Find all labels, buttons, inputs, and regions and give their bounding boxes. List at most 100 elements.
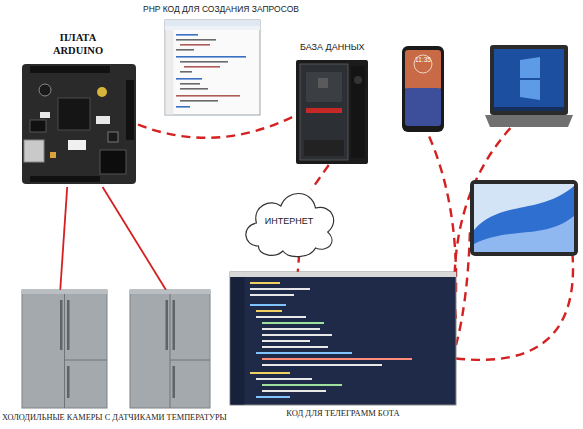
code-line bbox=[176, 95, 240, 97]
pin-header bbox=[30, 66, 110, 73]
code-line bbox=[256, 396, 290, 398]
window-frame bbox=[165, 20, 260, 115]
title-bar bbox=[165, 20, 260, 26]
code-line bbox=[262, 364, 382, 366]
sensor-wire bbox=[60, 187, 67, 290]
toolbar bbox=[165, 26, 260, 30]
windows-logo bbox=[520, 57, 540, 100]
fridge bbox=[22, 290, 107, 408]
network-link bbox=[311, 165, 328, 190]
component bbox=[68, 140, 86, 150]
code-line bbox=[180, 100, 218, 102]
node-heading: ПЛАТА ARDUINO bbox=[36, 32, 120, 57]
motherboard bbox=[306, 72, 342, 102]
psu-shroud bbox=[304, 140, 344, 156]
code-line bbox=[184, 66, 220, 68]
board-pcb bbox=[22, 64, 136, 184]
pc-case bbox=[296, 60, 368, 164]
phone-body bbox=[402, 46, 444, 132]
wallpaper-wave bbox=[474, 216, 574, 252]
network-link bbox=[456, 256, 573, 360]
code-line bbox=[262, 328, 320, 330]
code-line bbox=[256, 378, 312, 380]
code-line bbox=[262, 334, 332, 336]
code-line bbox=[250, 288, 310, 290]
code-line bbox=[176, 49, 194, 51]
sensor-wire bbox=[103, 187, 166, 290]
front-panel bbox=[351, 66, 365, 158]
code-line bbox=[262, 358, 412, 360]
node-caption: КОД ДЛЯ ТЕЛЕГРАММ БОТА bbox=[230, 408, 456, 418]
code-line bbox=[250, 372, 290, 374]
microchip bbox=[58, 98, 90, 130]
gutter bbox=[231, 277, 245, 405]
network-link bbox=[138, 116, 295, 138]
code-line bbox=[256, 310, 282, 312]
cloud-node: ИНТЕРНЕТ bbox=[238, 180, 340, 260]
network-link bbox=[427, 132, 456, 292]
code-line bbox=[176, 78, 202, 80]
editor-frame bbox=[230, 272, 456, 405]
tablet bbox=[470, 180, 578, 256]
bot-code-screenshot: КОД ДЛЯ ТЕЛЕГРАММ БОТА bbox=[230, 272, 456, 405]
laptop bbox=[485, 45, 573, 127]
code-line bbox=[176, 56, 246, 58]
pin-header bbox=[126, 80, 134, 140]
controller-board: ПЛАТА ARDUINO bbox=[20, 62, 138, 187]
caption-text: ХОЛОДИЛЬНЫЕ КАМЕРЫ С ДАТЧИКАМИ ТЕМПЕРАТУ… bbox=[2, 413, 227, 423]
code-screenshot: PHP КОД ДЛЯ СОЗДАНИЯ ЗАПРОСОВ bbox=[165, 20, 260, 115]
fridge-top bbox=[130, 290, 210, 294]
tablet-screen bbox=[474, 184, 574, 252]
code-line bbox=[262, 384, 342, 386]
clock-text: 11:35 bbox=[402, 56, 444, 64]
code-line bbox=[256, 316, 306, 318]
code-line bbox=[262, 322, 324, 324]
node-heading: PHP КОД ДЛЯ СОЗДАНИЯ ЗАПРОСОВ bbox=[143, 4, 299, 14]
taskbar bbox=[494, 107, 564, 111]
fridge-body bbox=[22, 290, 107, 408]
smartphone: 11:35 bbox=[402, 46, 444, 132]
code-line bbox=[176, 39, 216, 41]
code-line bbox=[180, 83, 200, 85]
component bbox=[96, 116, 110, 124]
code-line bbox=[256, 352, 352, 354]
wallpaper-wave bbox=[474, 186, 574, 252]
door-gap bbox=[170, 360, 210, 361]
capacitor bbox=[39, 84, 51, 96]
laptop-lid bbox=[490, 45, 568, 115]
door-gap bbox=[65, 360, 108, 361]
code-line bbox=[180, 71, 192, 73]
door-gap bbox=[64, 294, 65, 408]
fridge-body bbox=[130, 290, 210, 408]
fridge-top bbox=[22, 290, 107, 294]
laptop-base bbox=[485, 115, 573, 127]
code-line bbox=[262, 340, 310, 342]
capacitor bbox=[97, 87, 107, 97]
code-line bbox=[250, 282, 280, 284]
tablet-body bbox=[470, 180, 578, 256]
component bbox=[108, 132, 118, 142]
code-line bbox=[180, 61, 228, 63]
component bbox=[30, 120, 46, 132]
title-bar bbox=[230, 272, 456, 277]
code-line bbox=[250, 294, 294, 296]
phone-screen bbox=[405, 88, 441, 126]
door-handle bbox=[166, 300, 169, 350]
code-line bbox=[176, 34, 198, 36]
code-line bbox=[180, 88, 208, 90]
component bbox=[50, 152, 56, 158]
door-handle bbox=[67, 300, 70, 350]
laptop-screen bbox=[494, 49, 564, 111]
node-heading: БАЗА ДАННЫХ bbox=[300, 42, 365, 53]
node-label: ИНТЕРНЕТ bbox=[238, 216, 340, 227]
code-line bbox=[176, 106, 190, 108]
database-server: БАЗА ДАННЫХ bbox=[295, 60, 370, 165]
button bbox=[354, 76, 362, 84]
power-jack bbox=[100, 150, 126, 174]
code-line bbox=[250, 304, 286, 306]
code-line bbox=[262, 346, 328, 348]
pin-header bbox=[30, 176, 100, 182]
graphics-card bbox=[306, 108, 342, 113]
